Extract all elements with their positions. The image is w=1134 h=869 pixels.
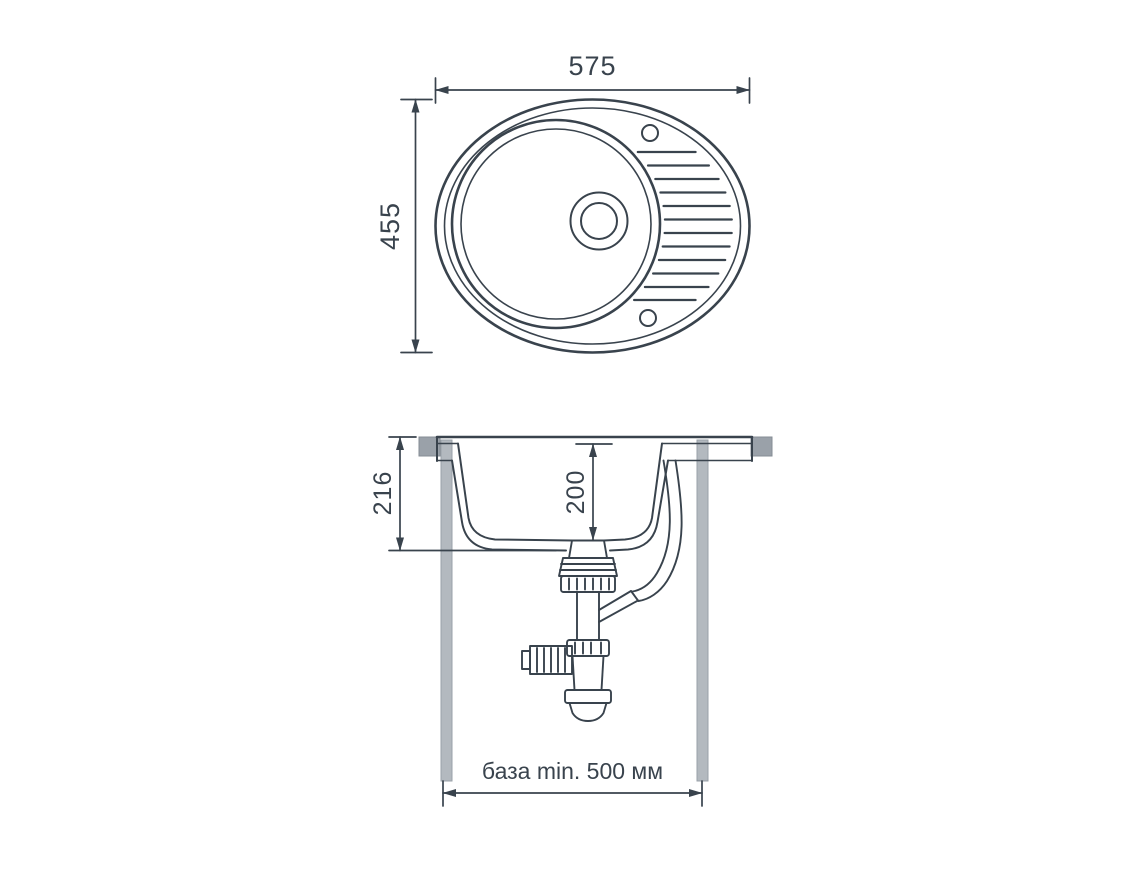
drain-inner-ring xyxy=(580,202,618,240)
dim-total-depth-label: 216 xyxy=(369,471,397,516)
dim-height-label: 455 xyxy=(375,202,405,250)
dim-width-label: 575 xyxy=(568,51,616,81)
mounting-bracket-right xyxy=(750,436,773,457)
bowl-interior-right xyxy=(603,442,663,542)
dim-total-depth: 216 xyxy=(369,436,557,552)
drainer-ribs xyxy=(632,150,733,302)
sink-top-view xyxy=(434,98,751,354)
sink-section-view xyxy=(418,435,773,782)
sink-outer-rim xyxy=(434,98,751,354)
dim-base-label: база min. 500 мм xyxy=(482,758,663,784)
drain-assembly xyxy=(521,459,683,722)
bowl-outer-edge xyxy=(450,118,662,330)
tap-hole-bottom xyxy=(639,309,657,327)
tap-hole-top xyxy=(641,124,659,142)
dim-width: 575 xyxy=(434,51,751,104)
bowl-inner-edge xyxy=(460,128,652,320)
sink-inner-rim xyxy=(443,107,742,345)
bowl-exterior-left xyxy=(451,459,567,552)
cabinet-wall-left xyxy=(440,439,453,782)
cabinet-wall-right xyxy=(696,439,709,782)
dim-base-width: база min. 500 мм xyxy=(442,758,703,807)
bowl-exterior-right xyxy=(609,459,669,552)
dim-bowl-depth: 200 xyxy=(562,443,613,541)
dim-bowl-depth-label: 200 xyxy=(562,470,590,515)
mounting-bracket-left xyxy=(418,436,441,457)
drain-outer-ring xyxy=(569,191,629,251)
dim-height: 455 xyxy=(375,98,433,354)
bowl-interior-left xyxy=(457,442,573,542)
